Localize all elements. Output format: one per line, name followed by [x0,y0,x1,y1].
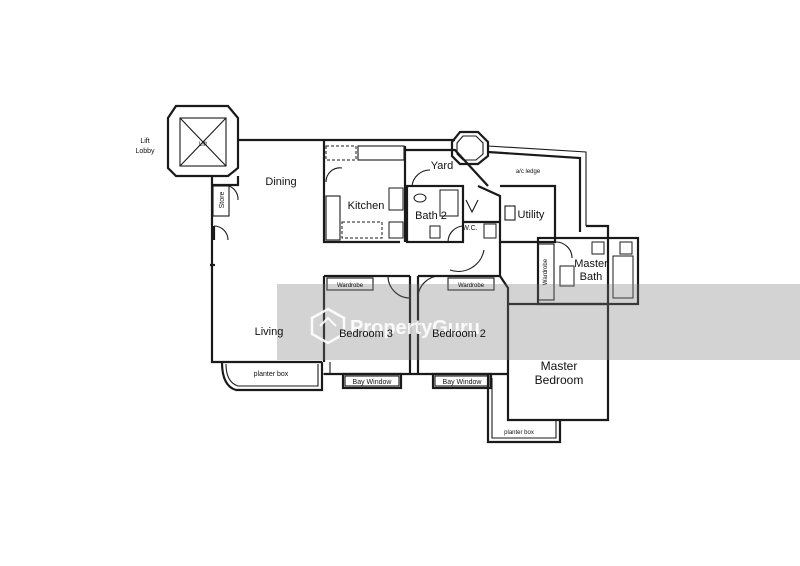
utility-label: Utility [518,209,545,221]
bedroom2-label: Bedroom 2 [432,328,486,340]
bay-windows [324,372,508,390]
bedroom3-wardrobe-label: Wardrobe [337,283,364,289]
kitchen-walls [322,140,407,244]
bedroom2-bay-window-label: Bay Window [443,379,483,386]
bath2-walls [405,184,502,244]
lift-label: Lift [199,142,207,148]
watermark-logo-icon [310,307,346,345]
kitchen-label: Kitchen [348,200,385,212]
bedroom3-walls [321,274,411,375]
lift-lobby-label-line2: Lobby [135,148,155,155]
yard-label: Yard [431,160,453,172]
living-planter-box-label: planter box [254,371,289,378]
watermark: PropertyGuru [277,284,800,360]
master-bath-label-line2: Bath [580,271,603,283]
store-label: Store [219,192,226,209]
master-bedroom-label-line1: Master [541,359,578,373]
room-labels: Lift Lobby Lift Store Dining Kitchen Yar… [135,138,608,436]
master-bath-walls [536,224,640,306]
wc-label: W.C. [462,225,477,232]
master-wardrobe-label: Wardrobe [543,258,549,285]
living-planter [212,225,324,392]
store-cupboard [212,185,239,217]
master-bedroom-walls [486,242,610,444]
outer-walls [210,138,587,364]
yard-walls [405,130,490,187]
bedroom3-label: Bedroom 3 [339,328,393,340]
lift-shaft [166,104,240,178]
bedroom3-bay-window-label: Bay Window [353,379,393,386]
living-label: Living [255,326,284,338]
lift-lobby-label-line1: Lift [140,138,149,145]
master-bath-label-line1: Master [574,258,608,270]
bath2-label: Bath 2 [415,210,447,222]
utility-walls [500,184,557,244]
master-planter-box-label: planter box [504,430,534,436]
dining-label: Dining [265,176,296,188]
ac-ledge-label: a/c ledge [516,169,541,175]
master-bedroom-label-line2: Bedroom [535,373,584,387]
watermark-text: PropertyGuru [350,317,480,339]
bedroom2-walls [408,249,510,374]
bedroom2-wardrobe-label: Wardrobe [458,283,485,289]
